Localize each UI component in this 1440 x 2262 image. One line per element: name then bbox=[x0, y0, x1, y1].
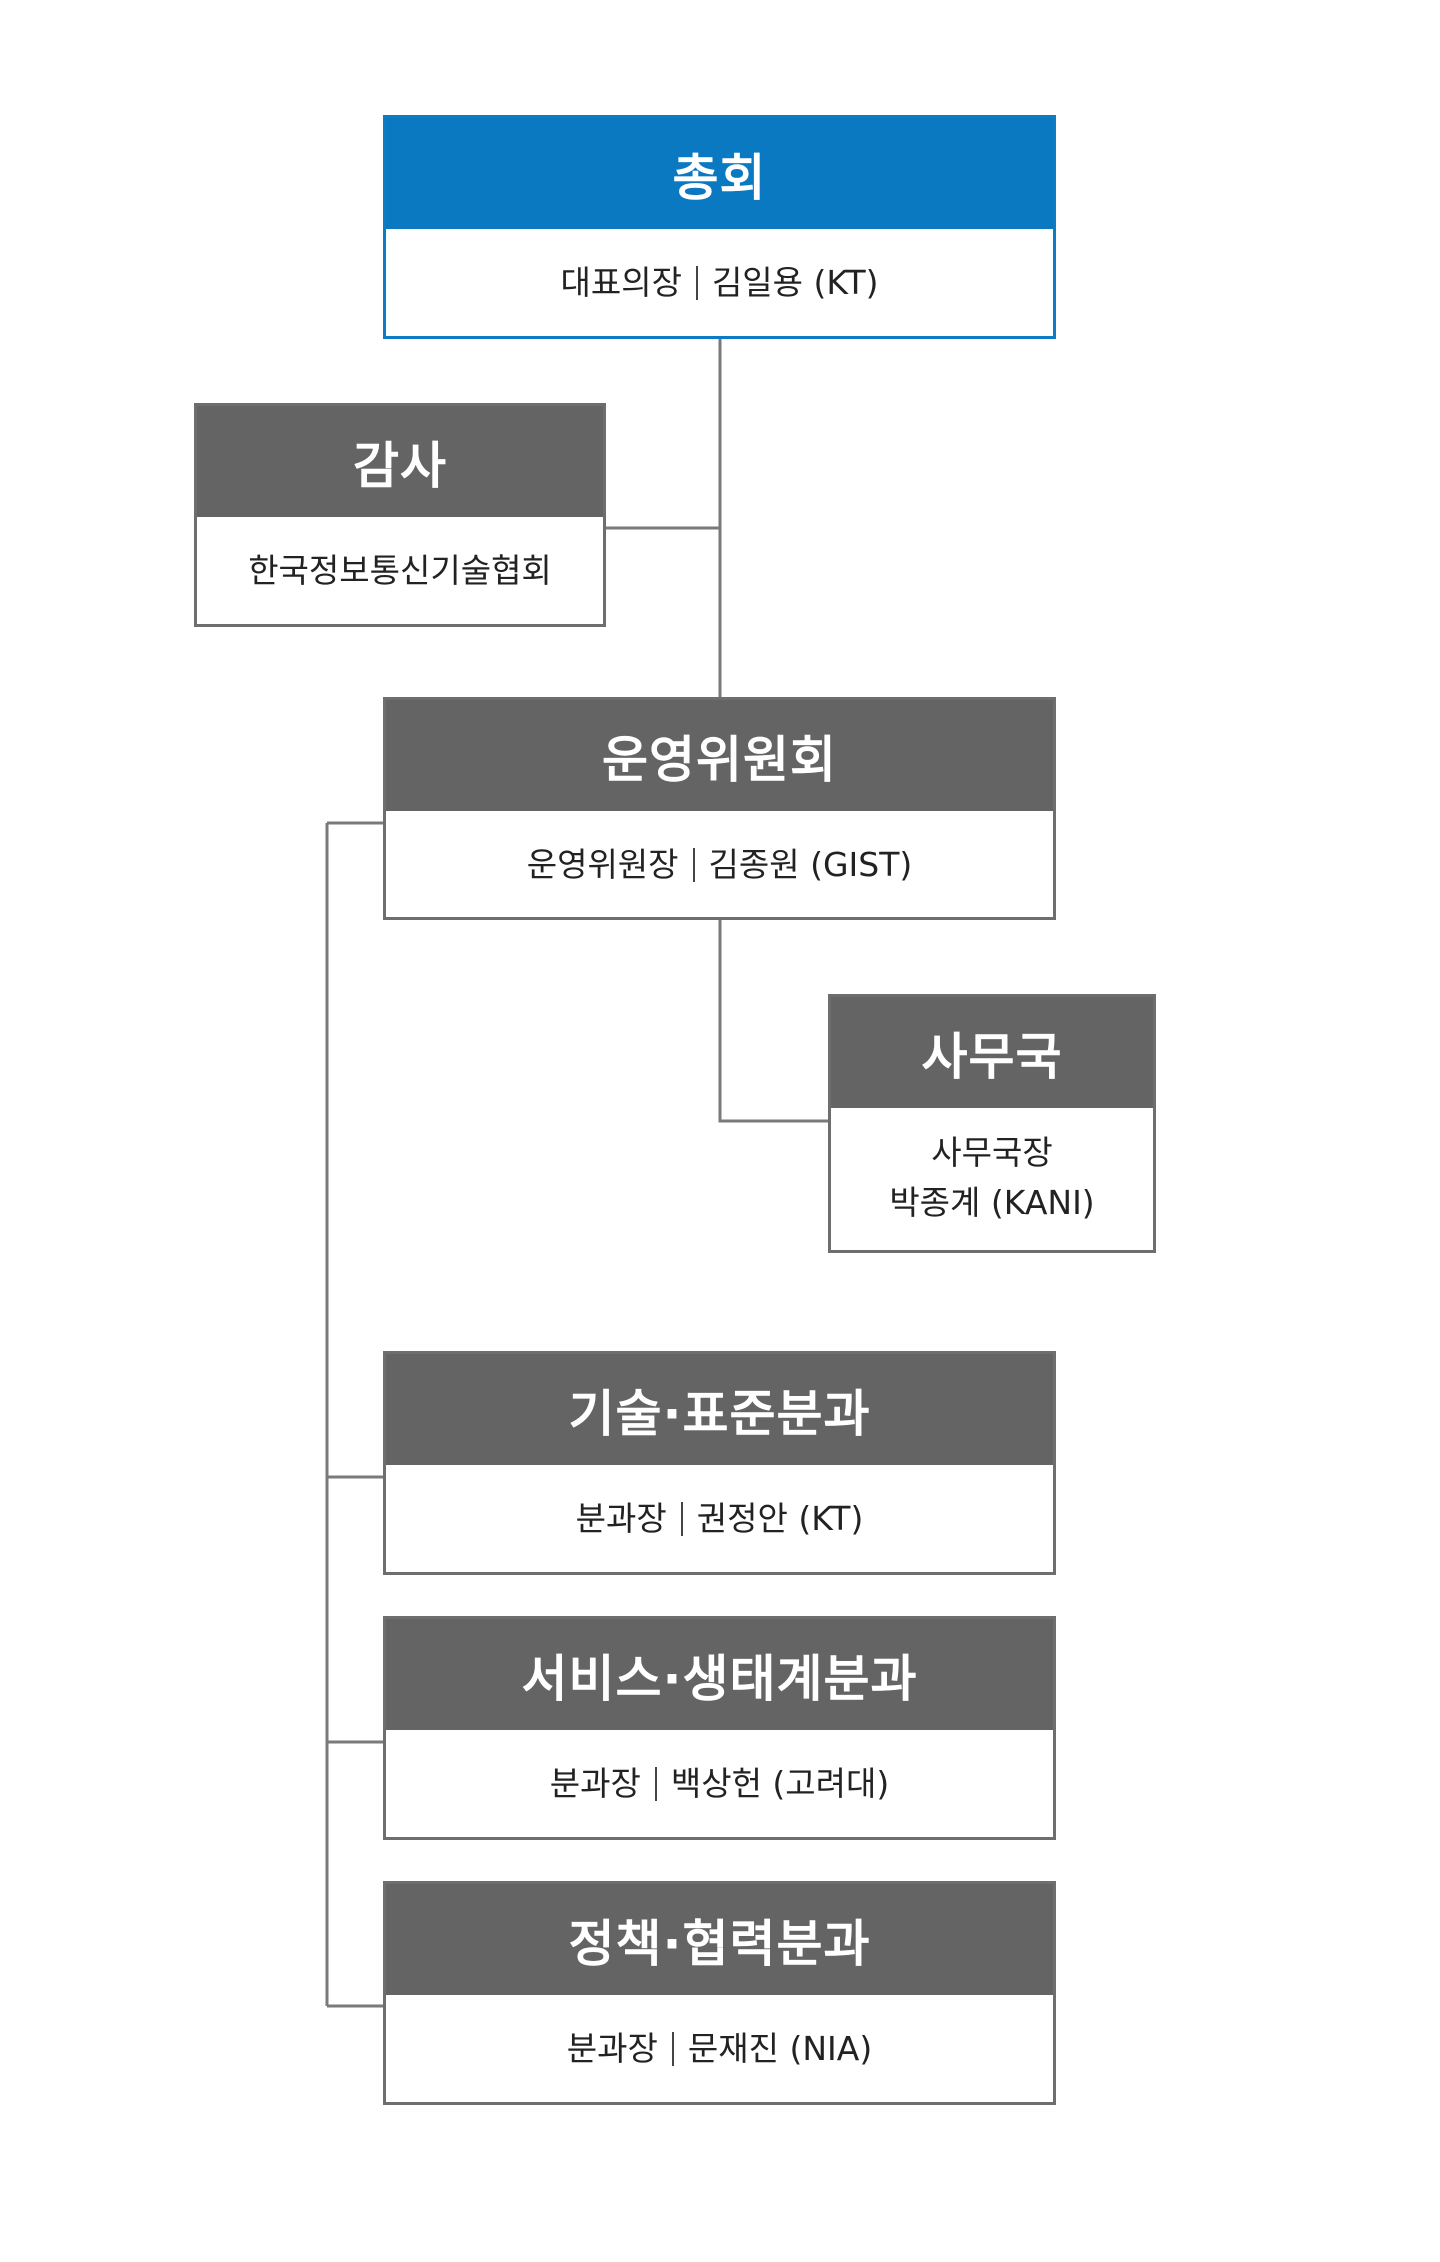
division-title: 서비스·생태계분과 bbox=[386, 1619, 1053, 1730]
division-role: 분과장 bbox=[549, 1764, 641, 1803]
division-box-1: 기술·표준분과 분과장 권정안 (KT) bbox=[383, 1351, 1056, 1575]
secretariat-role: 사무국장 bbox=[931, 1133, 1053, 1172]
audit-box: 감사 한국정보통신기술협회 bbox=[194, 403, 606, 627]
division-person: 문재진 (NIA) bbox=[687, 2029, 873, 2068]
division-person: 백상헌 (고려대) bbox=[670, 1764, 890, 1803]
division-box-3: 정책·협력분과 분과장 문재진 (NIA) bbox=[383, 1881, 1056, 2105]
division-title: 정책·협력분과 bbox=[386, 1884, 1053, 1995]
separator bbox=[695, 266, 698, 300]
general-assembly-box: 총회 대표의장 김일용 (KT) bbox=[383, 115, 1056, 339]
division-box-2: 서비스·생태계분과 분과장 백상헌 (고려대) bbox=[383, 1616, 1056, 1840]
general-assembly-details: 대표의장 김일용 (KT) bbox=[386, 229, 1053, 337]
steering-committee-title: 운영위원회 bbox=[386, 700, 1053, 811]
audit-details: 한국정보통신기술협회 bbox=[197, 517, 603, 625]
audit-org: 한국정보통신기술협회 bbox=[248, 551, 552, 590]
general-assembly-person: 김일용 (KT) bbox=[711, 263, 879, 302]
division-role: 분과장 bbox=[566, 2029, 658, 2068]
general-assembly-role: 대표의장 bbox=[560, 263, 682, 302]
audit-title: 감사 bbox=[197, 406, 603, 517]
connector-steering-to-secretariat bbox=[718, 918, 829, 1123]
division-person: 권정안 (KT) bbox=[696, 1499, 864, 1538]
division-details: 분과장 백상헌 (고려대) bbox=[386, 1730, 1053, 1838]
secretariat-title: 사무국 bbox=[831, 997, 1153, 1108]
division-role: 분과장 bbox=[575, 1499, 667, 1538]
division-title: 기술·표준분과 bbox=[386, 1354, 1053, 1465]
separator bbox=[680, 1502, 683, 1536]
secretariat-box: 사무국 사무국장 박종계 (KANI) bbox=[828, 994, 1156, 1253]
division-details: 분과장 문재진 (NIA) bbox=[386, 1995, 1053, 2103]
steering-committee-details: 운영위원장 김종원 (GIST) bbox=[386, 811, 1053, 919]
steering-committee-person: 김종원 (GIST) bbox=[708, 845, 913, 884]
steering-committee-box: 운영위원회 운영위원장 김종원 (GIST) bbox=[383, 697, 1056, 920]
division-details: 분과장 권정안 (KT) bbox=[386, 1465, 1053, 1573]
general-assembly-title: 총회 bbox=[386, 118, 1053, 229]
secretariat-person: 박종계 (KANI) bbox=[889, 1183, 1095, 1222]
separator bbox=[692, 848, 695, 882]
steering-committee-role: 운영위원장 bbox=[526, 845, 679, 884]
separator bbox=[671, 2032, 674, 2066]
separator bbox=[654, 1767, 657, 1801]
secretariat-details: 사무국장 박종계 (KANI) bbox=[831, 1108, 1153, 1248]
